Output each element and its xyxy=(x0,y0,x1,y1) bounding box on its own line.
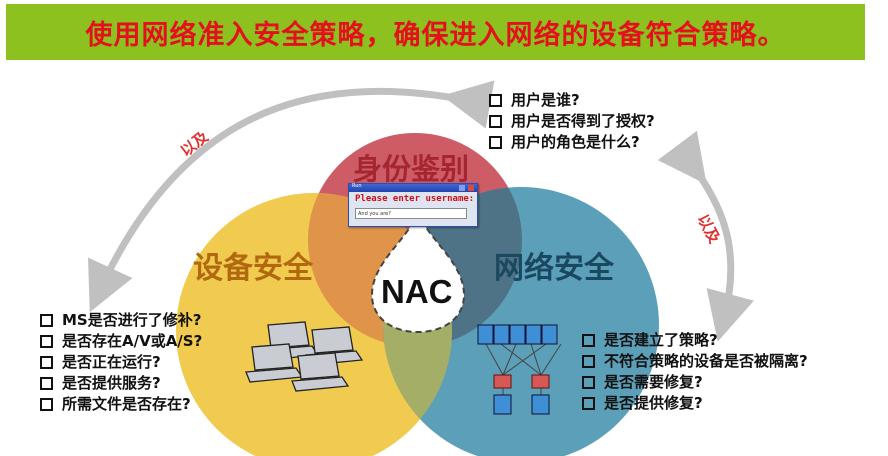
list-item: 是否存在A/V或A/S? xyxy=(40,331,202,352)
device-label: 设备安全 xyxy=(193,251,313,286)
checkbox-icon xyxy=(40,398,53,411)
checkbox-icon xyxy=(489,94,502,107)
help-icon[interactable] xyxy=(459,185,465,191)
close-icon[interactable] xyxy=(468,185,474,191)
nac-label: NAC xyxy=(381,273,453,310)
checkbox-icon xyxy=(40,377,53,390)
banner-text: 使用网络准入安全策略，确保进入网络的设备符合策略。 xyxy=(85,19,786,51)
checkbox-icon xyxy=(40,314,53,327)
list-item: MS是否进行了修补? xyxy=(40,310,202,331)
dialog-title: Run xyxy=(352,183,362,189)
dialog-title-bar: Run xyxy=(349,183,477,192)
checkbox-icon xyxy=(582,376,595,389)
laptop-cluster-icon xyxy=(245,321,364,392)
username-input[interactable]: And you are? xyxy=(355,208,467,219)
list-item: 是否正在运行? xyxy=(40,352,202,373)
list-item: 是否需要修复? xyxy=(582,372,808,393)
left-curved-arrow xyxy=(88,80,495,313)
login-dialog: Run Please enter username: And you are? xyxy=(348,183,478,227)
identity-label: 身份鉴别 xyxy=(353,152,470,186)
network-label: 网络安全 xyxy=(494,251,614,286)
identity-question-list: 用户是谁? 用户是否得到了授权? 用户的角色是什么? xyxy=(489,90,655,153)
checkbox-icon xyxy=(489,136,502,149)
right-curved-arrow xyxy=(657,130,754,342)
checkbox-icon xyxy=(40,335,53,348)
checkbox-icon xyxy=(489,115,502,128)
list-item: 用户是谁? xyxy=(489,90,655,111)
checkbox-icon xyxy=(582,355,595,368)
dialog-prompt: Please enter username: xyxy=(355,194,475,204)
list-item: 是否建立了策略? xyxy=(582,330,808,351)
list-item: 用户是否得到了授权? xyxy=(489,111,655,132)
checkbox-icon xyxy=(582,397,595,410)
checkbox-icon xyxy=(40,356,53,369)
checkbox-icon xyxy=(582,334,595,347)
network-switch-stack-icon xyxy=(477,324,562,415)
list-item: 不符合策略的设备是否被隔离? xyxy=(582,351,808,372)
device-question-list: MS是否进行了修补? 是否存在A/V或A/S? 是否正在运行? 是否提供服务? … xyxy=(40,310,202,415)
list-item: 用户的角色是什么? xyxy=(489,132,655,153)
list-item: 所需文件是否存在? xyxy=(40,394,202,415)
list-item: 是否提供修复? xyxy=(582,393,808,414)
title-banner: 使用网络准入安全策略，确保进入网络的设备符合策略。 xyxy=(6,4,865,60)
network-question-list: 是否建立了策略? 不符合策略的设备是否被隔离? 是否需要修复? 是否提供修复? xyxy=(582,330,808,414)
list-item: 是否提供服务? xyxy=(40,373,202,394)
